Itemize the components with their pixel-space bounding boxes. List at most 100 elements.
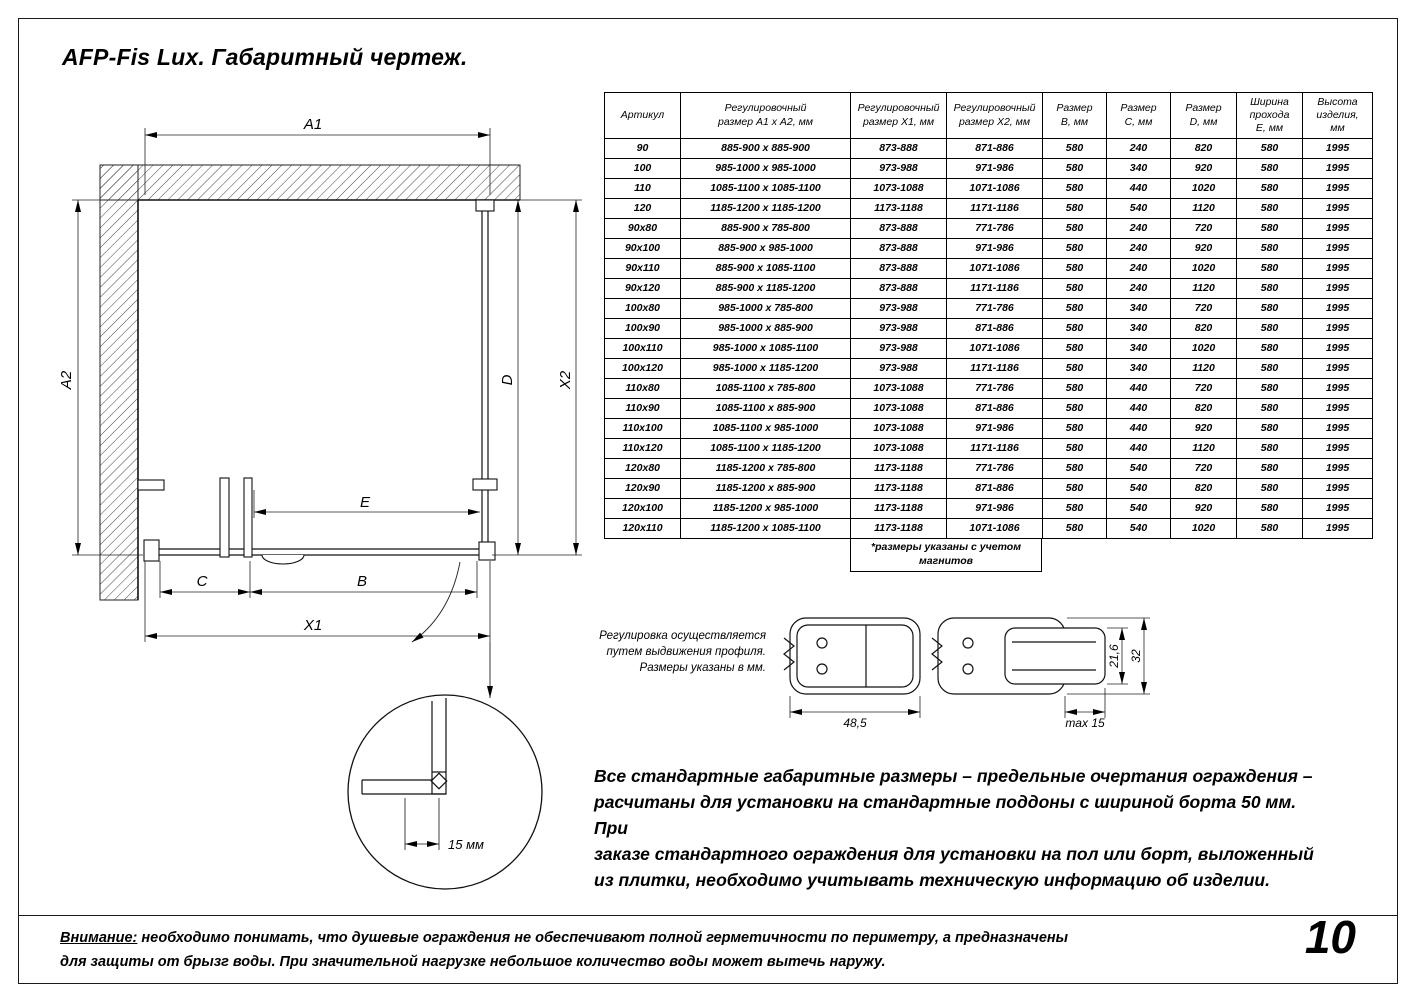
table-cell: 873-888 xyxy=(850,278,947,299)
table-cell: 885-900 x 985-1000 xyxy=(680,238,851,259)
column-header: Размер В, мм xyxy=(1042,92,1107,139)
table-cell: 973-988 xyxy=(850,358,947,379)
dim-label-e: E xyxy=(360,494,371,511)
table-cell: 1995 xyxy=(1302,318,1373,339)
table-cell: 540 xyxy=(1106,458,1171,479)
table-cell: 1185-1200 x 785-800 xyxy=(680,458,851,479)
table-cell: 1171-1186 xyxy=(946,358,1043,379)
table-cell: 1073-1088 xyxy=(850,398,947,419)
table-cell: 120x80 xyxy=(604,458,681,479)
table-cell: 440 xyxy=(1106,418,1171,439)
table-cell: 1171-1186 xyxy=(946,198,1043,219)
table-cell: 580 xyxy=(1042,458,1107,479)
table-cell: 1171-1186 xyxy=(946,438,1043,459)
table-cell: 873-888 xyxy=(850,258,947,279)
table-cell: 885-900 x 785-800 xyxy=(680,218,851,239)
table-cell: 973-988 xyxy=(850,318,947,339)
table-cell: 873-888 xyxy=(850,218,947,239)
dimension-labels: A1 A2 D X2 E C B X1 15 мм xyxy=(58,116,574,852)
table-cell: 1071-1086 xyxy=(946,518,1043,539)
table-cell: 971-986 xyxy=(946,418,1043,439)
table-cell: 1085-1100 x 785-800 xyxy=(680,378,851,399)
table-cell: 771-786 xyxy=(946,298,1043,319)
table-cell: 540 xyxy=(1106,498,1171,519)
table-cell: 240 xyxy=(1106,238,1171,259)
detail-circle xyxy=(347,694,543,890)
page-number: 10 xyxy=(1304,911,1356,963)
profile-right xyxy=(931,617,1106,695)
table-cell: 1173-1188 xyxy=(850,518,947,539)
table-cell: 720 xyxy=(1170,458,1237,479)
profile-sections-drawing: 48,5 max 15 21,6 32 xyxy=(783,617,1150,730)
table-cell: 100 xyxy=(604,158,681,179)
table-cell: 885-900 x 1085-1100 xyxy=(680,258,851,279)
table-cell: 580 xyxy=(1236,498,1303,519)
table-cell: 580 xyxy=(1042,478,1107,499)
table-cell: 580 xyxy=(1236,298,1303,319)
table-cell: 885-900 x 1185-1200 xyxy=(680,278,851,299)
table-cell: 1995 xyxy=(1302,178,1373,199)
table-cell: 1085-1100 x 885-900 xyxy=(680,398,851,419)
table-cell: 973-988 xyxy=(850,298,947,319)
table-cell: 1173-1188 xyxy=(850,478,947,499)
table-cell: 1085-1100 x 1085-1100 xyxy=(680,178,851,199)
table-cell: 1073-1088 xyxy=(850,418,947,439)
dim-label-d: D xyxy=(499,374,516,385)
profile-dimension-lines xyxy=(789,617,1150,718)
table-cell: 871-886 xyxy=(946,398,1043,419)
table-cell: 920 xyxy=(1170,238,1237,259)
table-cell: 440 xyxy=(1106,378,1171,399)
table-cell: 1995 xyxy=(1302,498,1373,519)
table-cell: 971-986 xyxy=(946,158,1043,179)
table-cell: 580 xyxy=(1042,518,1107,539)
table-cell: 1995 xyxy=(1302,478,1373,499)
table-cell: 440 xyxy=(1106,438,1171,459)
table-cell: 240 xyxy=(1106,278,1171,299)
table-cell: 971-986 xyxy=(946,498,1043,519)
table-cell: 871-886 xyxy=(946,138,1043,159)
table-cell: 580 xyxy=(1042,318,1107,339)
dim-label-a2: A2 xyxy=(58,370,75,390)
table-cell: 873-888 xyxy=(850,238,947,259)
profile-inner-height-label: 21,6 xyxy=(1107,644,1121,669)
table-cell: 110x120 xyxy=(604,438,681,459)
table-cell: 90x120 xyxy=(604,278,681,299)
table-cell: 1085-1100 x 985-1000 xyxy=(680,418,851,439)
table-cell: 771-786 xyxy=(946,458,1043,479)
table-cell: 871-886 xyxy=(946,478,1043,499)
table-cell: 580 xyxy=(1236,238,1303,259)
page-title: AFP-Fis Lux. Габаритный чертеж. xyxy=(62,44,468,70)
table-cell: 720 xyxy=(1170,218,1237,239)
table-cell: 580 xyxy=(1236,258,1303,279)
table-cell: 1995 xyxy=(1302,238,1373,259)
table-cell: 90x80 xyxy=(604,218,681,239)
table-cell: 110x80 xyxy=(604,378,681,399)
table-cell: 1020 xyxy=(1170,258,1237,279)
table-cell: 971-986 xyxy=(946,238,1043,259)
table-cell: 440 xyxy=(1106,178,1171,199)
table-cell: 580 xyxy=(1236,398,1303,419)
dim-label-b: B xyxy=(357,573,367,590)
column-header: Высота изделия, мм xyxy=(1302,92,1373,139)
table-cell: 580 xyxy=(1042,178,1107,199)
table-cell: 1120 xyxy=(1170,198,1237,219)
table-cell: 1085-1100 x 1185-1200 xyxy=(680,438,851,459)
fittings xyxy=(137,199,498,565)
table-cell: 920 xyxy=(1170,418,1237,439)
table-cell: 920 xyxy=(1170,498,1237,519)
